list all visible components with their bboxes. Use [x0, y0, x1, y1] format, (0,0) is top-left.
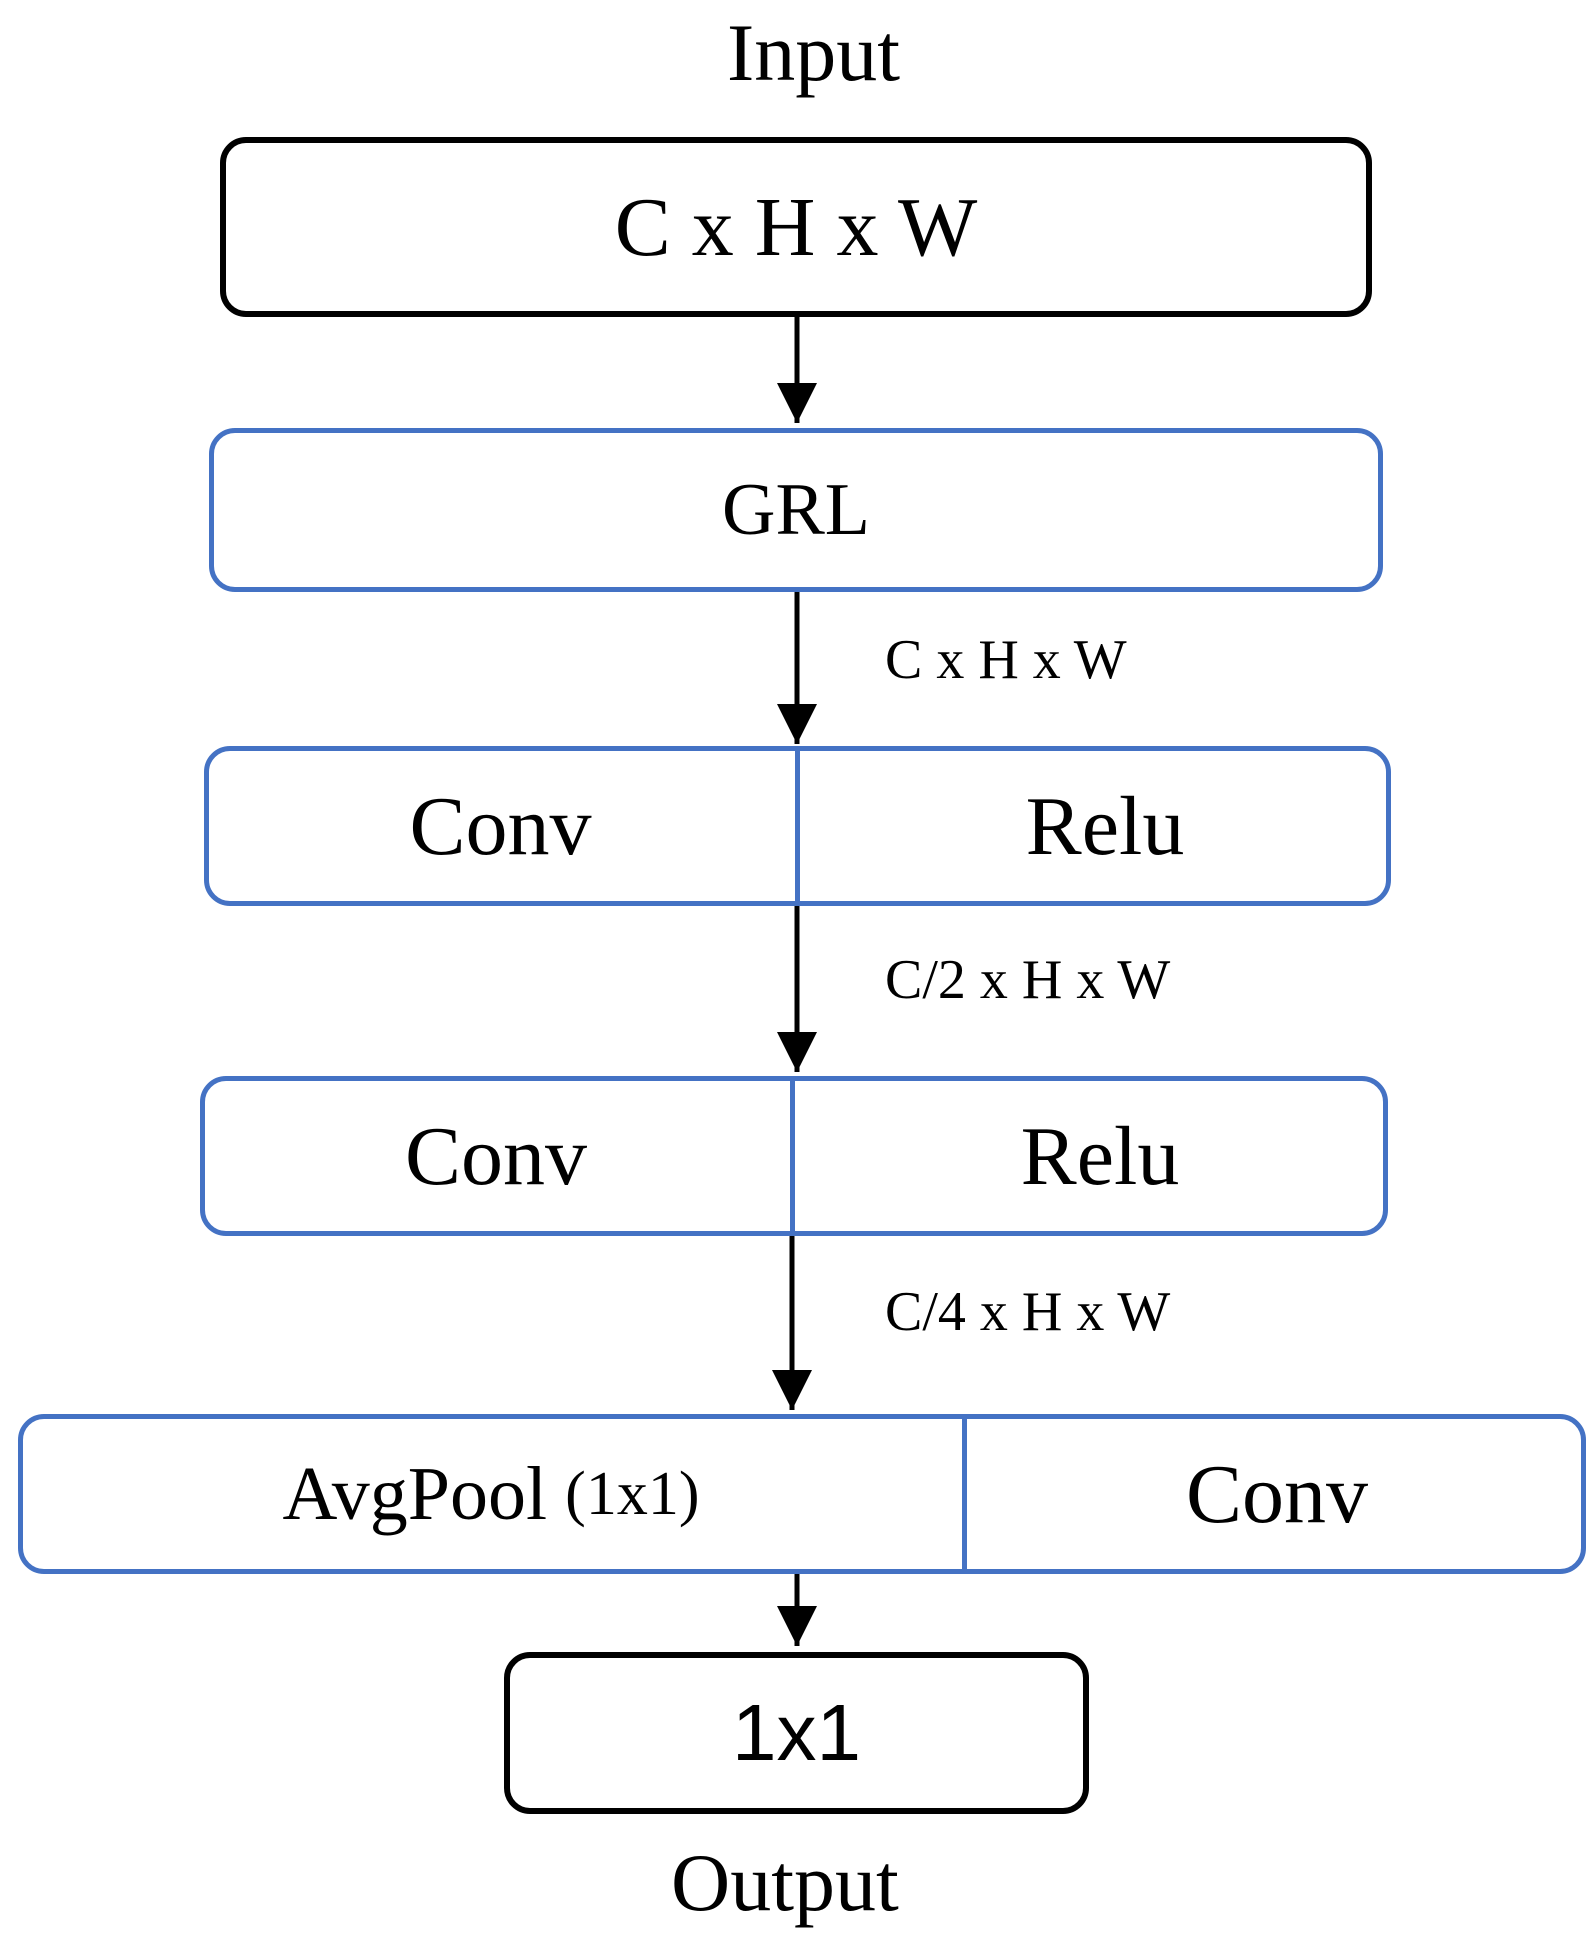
block1-relu-label: Relu [1025, 779, 1185, 873]
edge-label-after-block2: C/4 x H x W [885, 1281, 1171, 1343]
block2-conv-label: Conv [404, 1109, 588, 1203]
avgpool-conv-block [18, 1414, 1586, 1574]
input-shape: C x H x W [614, 180, 978, 274]
avgpool-text: AvgPool [282, 1451, 548, 1536]
grl-label: GRL [722, 468, 870, 551]
output-label: Output [671, 1837, 899, 1928]
block3-avgpool-label: AvgPool (1x1) [18, 1414, 964, 1574]
input-label: Input [727, 7, 901, 98]
output-box [504, 1652, 1089, 1814]
output-shape: 1x1 [732, 1688, 861, 1777]
block1-conv-label: Conv [409, 779, 592, 873]
block3-conv-label: Conv [1185, 1447, 1369, 1541]
edge-label-after-block1: C/2 x H x W [885, 949, 1171, 1011]
grl-box [209, 428, 1383, 592]
edge-label-after-grl: C x H x W [885, 629, 1127, 691]
input-box [220, 137, 1372, 317]
block2-relu-label: Relu [1020, 1109, 1180, 1203]
conv-relu-block-2-divider [790, 1076, 795, 1236]
conv-relu-block-1-divider [795, 746, 800, 906]
avgpool-conv-block-divider [962, 1414, 967, 1574]
avgpool-kernel-text: (1x1) [565, 1459, 700, 1528]
